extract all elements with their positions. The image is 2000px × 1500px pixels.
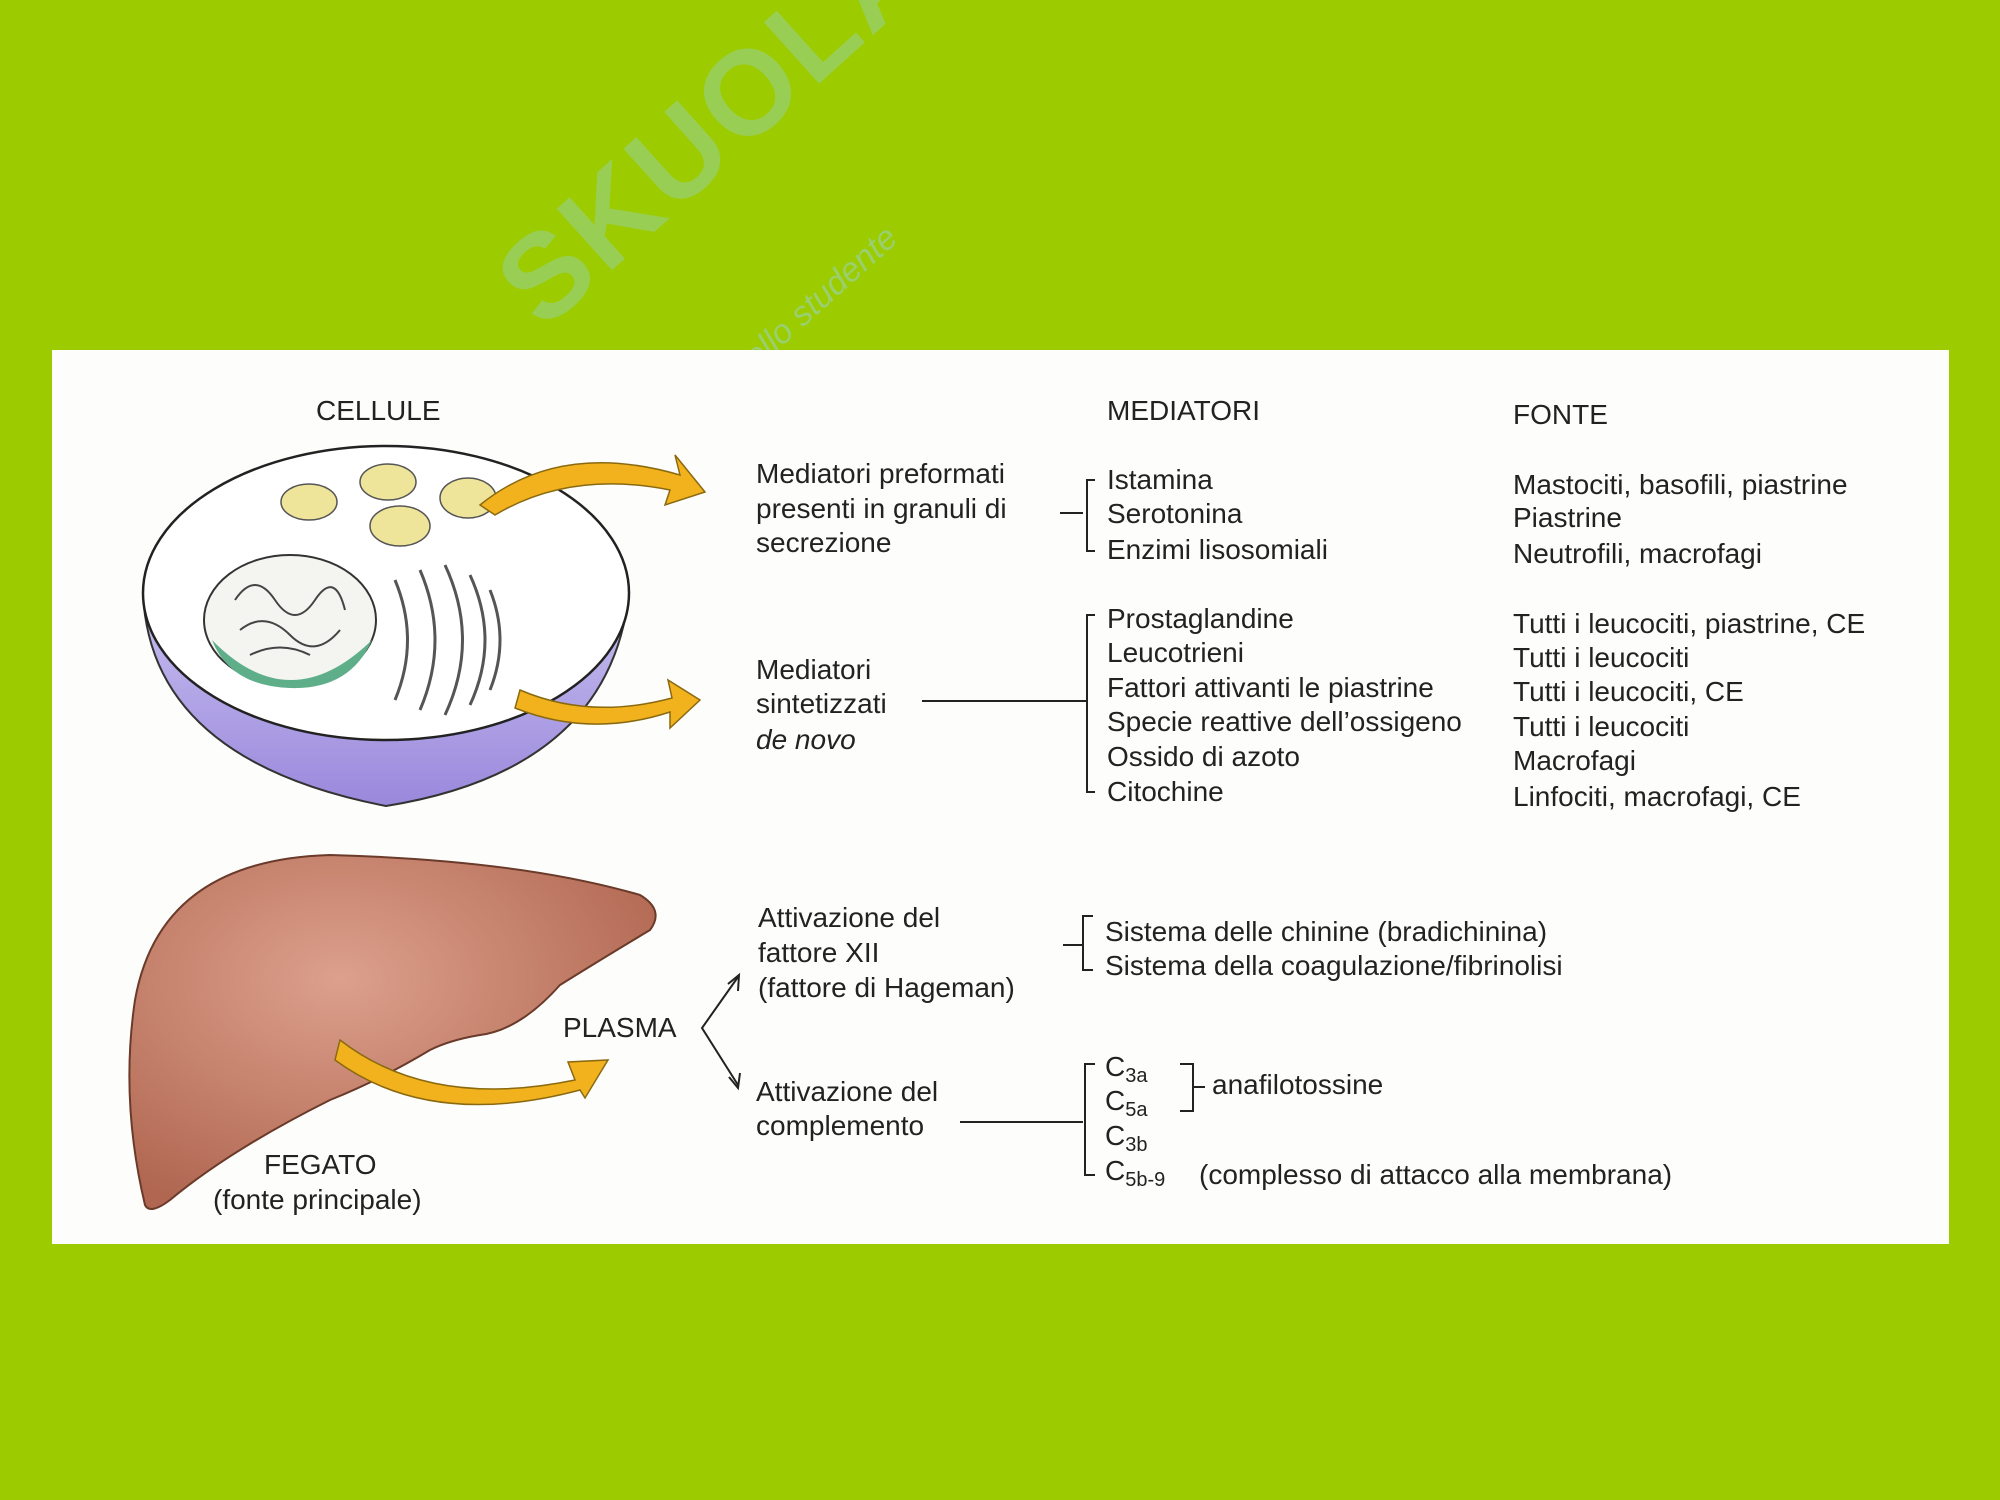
mediator-item: Citochine: [1107, 776, 1224, 807]
factor-xii-label-1: Attivazione del: [758, 902, 941, 933]
factor-xii-label-3: (fattore di Hageman): [758, 972, 1015, 1003]
factor-xii-label-2: fattore XII: [758, 937, 880, 968]
header-fonte: FONTE: [1513, 399, 1608, 430]
mediator-item: Specie reattive dell’ossigeno: [1107, 706, 1462, 737]
source-item: Macrofagi: [1513, 745, 1636, 776]
mediator-item: Sistema delle chinine (bradichinina): [1105, 916, 1548, 947]
preformed-label-3: secrezione: [756, 527, 892, 558]
preformed-label-1: Mediatori preformati: [756, 458, 1005, 489]
complement-label-1: Attivazione del: [756, 1076, 939, 1107]
source-item: Linfociti, macrofagi, CE: [1513, 781, 1801, 812]
source-item: Tutti i leucociti: [1513, 642, 1690, 673]
synth-label-3: de novo: [756, 724, 856, 755]
mediator-item: Istamina: [1107, 464, 1213, 495]
source-item: Neutrofili, macrofagi: [1513, 538, 1762, 569]
source-item: Tutti i leucociti, CE: [1513, 676, 1744, 707]
mediator-item: Ossido di azoto: [1107, 741, 1300, 772]
synth-label-1: Mediatori: [756, 654, 872, 685]
liver-illustration: [128, 853, 657, 1210]
complement-c3b: C3b: [1105, 1120, 1148, 1156]
complement-label-2: complemento: [756, 1110, 925, 1141]
header-mediatori: MEDIATORI: [1107, 395, 1260, 426]
cell-illustration: [141, 444, 631, 808]
mediator-item: Sistema della coagulazione/fibrinolisi: [1105, 950, 1563, 981]
synth-label-2: sintetizzati: [756, 688, 887, 719]
mac-label: (complesso di attacco alla membrana): [1199, 1159, 1673, 1190]
plasma-label: PLASMA: [563, 1012, 677, 1043]
liver-label: FEGATO: [264, 1149, 377, 1180]
source-item: Tutti i leucociti, piastrine, CE: [1513, 608, 1866, 639]
mediator-item: Leucotrieni: [1107, 637, 1244, 668]
arrows: [334, 454, 707, 1106]
preformed-label-2: presenti in granuli di: [756, 493, 1007, 524]
liver-note: (fonte principale): [213, 1184, 422, 1215]
mediator-item: Serotonina: [1107, 498, 1243, 529]
mediator-item: Enzimi lisosomiali: [1107, 534, 1328, 565]
anaphylatoxins-label: anafilotossine: [1212, 1069, 1384, 1100]
complement-c5b-9: C5b-9: [1105, 1155, 1166, 1191]
complement-c5a: C5a: [1105, 1085, 1148, 1121]
source-item: Tutti i leucociti: [1513, 711, 1690, 742]
source-item: Piastrine: [1513, 502, 1622, 533]
source-item: Mastociti, basofili, piastrine: [1513, 469, 1848, 500]
mediator-item: Fattori attivanti le piastrine: [1107, 672, 1434, 703]
connector-lines: [700, 479, 1205, 1176]
mediator-item: Prostaglandine: [1107, 603, 1294, 634]
complement-c3a: C3a: [1105, 1051, 1148, 1087]
header-cellule: CELLULE: [316, 395, 441, 426]
